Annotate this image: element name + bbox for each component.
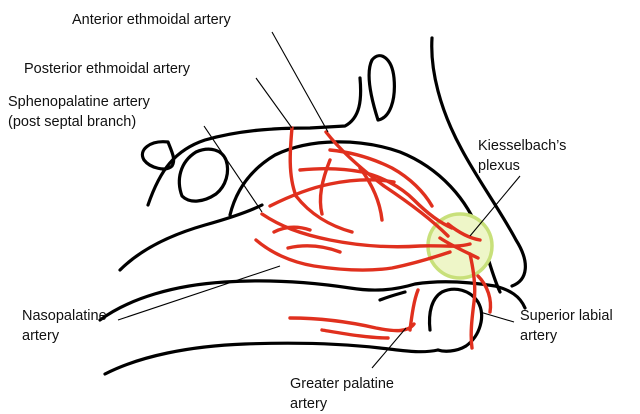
- leader-superior-labial: [480, 312, 514, 322]
- label-nasopalatine-line1: Nasopalatine: [22, 308, 107, 324]
- leader-nasopalatine: [118, 266, 280, 320]
- leader-anterior-ethmoidal: [272, 32, 328, 132]
- leader-posterior-ethmoidal: [256, 78, 292, 128]
- frontal-sinus-outline: [369, 56, 394, 120]
- leader-sphenopalatine: [204, 126, 262, 212]
- palate-lower-outline: [105, 343, 438, 374]
- leader-kiesselbach: [470, 176, 520, 236]
- greater-palatine-vessel: [290, 318, 414, 331]
- label-greater-palatine-line2: artery: [290, 396, 328, 412]
- label-kiesselbach-line2: plexus: [478, 158, 520, 174]
- sphenoid-sinus-outline: [179, 149, 227, 201]
- greater-palatine-lower: [322, 330, 388, 338]
- label-anterior-ethmoidal: Anterior ethmoidal artery: [72, 12, 232, 28]
- choana-outline: [120, 205, 262, 270]
- anatomy-outline: [100, 38, 525, 374]
- label-kiesselbach-line1: Kiesselbach’s: [478, 138, 566, 154]
- label-nasopalatine-line2: artery: [22, 328, 60, 344]
- label-posterior-ethmoidal: Posterior ethmoidal artery: [24, 61, 191, 77]
- nasal-floor-outline: [380, 292, 405, 300]
- nasopalatine-branch-b: [288, 246, 340, 252]
- label-superior-labial-line2: artery: [520, 328, 558, 344]
- label-sphenopalatine-line2: (post septal branch): [8, 114, 136, 130]
- palate-upper-outline: [100, 281, 525, 320]
- posterior-ethmoidal-vessel: [290, 128, 296, 196]
- label-greater-palatine-line1: Greater palatine: [290, 376, 394, 392]
- posterior-ethmoidal-branch: [296, 196, 352, 232]
- label-superior-labial-line1: Superior labial: [520, 308, 613, 324]
- label-sphenopalatine-line1: Sphenopalatine artery: [8, 94, 151, 110]
